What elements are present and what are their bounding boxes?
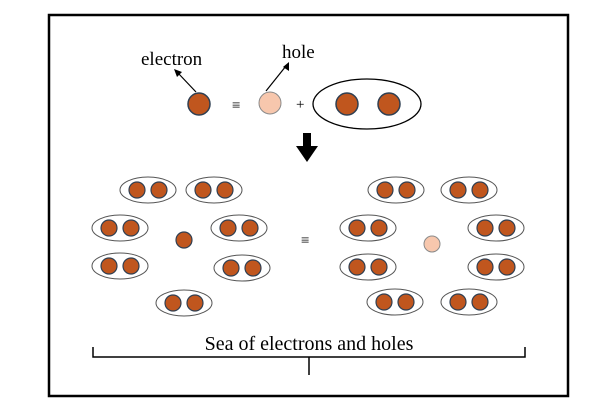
electron-pair: [155, 289, 213, 317]
electron-pointer-head: [174, 69, 182, 77]
electron-pair: [440, 288, 498, 316]
electron-label: electron: [141, 49, 203, 70]
electron-pair: [467, 214, 525, 242]
electron-pair: [213, 254, 271, 282]
electron-pair: [339, 253, 397, 281]
pair-electron: [377, 92, 401, 116]
equiv-sign-middle: ≡: [301, 233, 309, 249]
electron-pair: [185, 176, 243, 204]
electron-pair: [91, 214, 149, 242]
hole-label: hole: [282, 42, 315, 63]
bottom-brace: [92, 347, 526, 375]
electron-pointer-line: [177, 72, 197, 93]
hole-pointer-head: [283, 62, 289, 71]
electron-pair: [440, 176, 498, 204]
electron-pair: [367, 176, 425, 204]
electron-pair: [467, 253, 525, 281]
electron-pair: [366, 288, 424, 316]
down-arrow-icon: [296, 133, 318, 162]
pair-electron: [335, 92, 359, 116]
lone-electron: [175, 231, 193, 249]
hole-pointer-line: [265, 65, 287, 92]
plus-sign: +: [296, 97, 304, 113]
electron-pair-outline: [312, 78, 422, 130]
hole-particle: [258, 91, 282, 115]
left-sea: [91, 176, 271, 317]
electron-pair: [119, 176, 177, 204]
right-sea: [339, 176, 525, 316]
equiv-sign-top: ≡: [232, 98, 240, 114]
electron-pair: [339, 214, 397, 242]
electron-pair: [210, 214, 268, 242]
lone-hole: [423, 235, 441, 253]
diagram-frame: [47, 13, 570, 398]
electron-particle: [187, 92, 211, 116]
electron-pair: [91, 252, 149, 280]
sea-caption: Sea of electrons and holes: [205, 333, 414, 355]
